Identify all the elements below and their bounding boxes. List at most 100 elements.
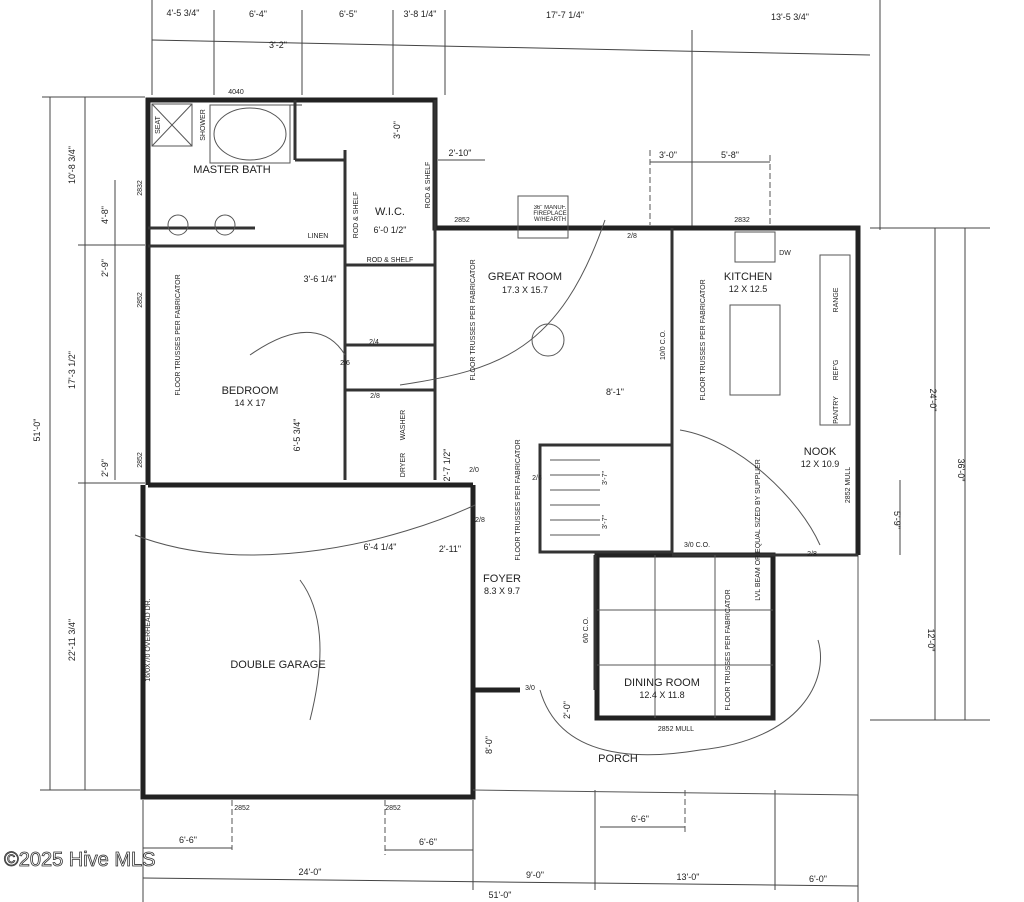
door-label: 2/6 xyxy=(532,475,542,482)
dim-top: 3'-8 1/4" xyxy=(404,9,437,19)
dim-inner: 6'-5 3/4" xyxy=(292,419,302,452)
door-label: 2/8 xyxy=(807,551,817,558)
dim-right: 12'-0" xyxy=(926,629,936,652)
dim-bottom: 6'-6" xyxy=(631,814,649,824)
rod-shelf-label: ROD & SHELF xyxy=(425,162,432,209)
dim-inner: 2'-0" xyxy=(562,701,572,719)
dim-left: 17'-3 1/2" xyxy=(67,351,77,389)
dim-inner: 8'-0" xyxy=(484,736,494,754)
room-wic: W.I.C. xyxy=(375,206,405,218)
interior-walls xyxy=(148,100,858,690)
washer-label: WASHER xyxy=(400,410,407,440)
trusses-label: FLOOR TRUSSES PER FABRICATOR xyxy=(700,279,707,400)
fixtures xyxy=(134,103,851,756)
window-label: 4040 xyxy=(228,89,244,96)
watermark: ©2025 Hive MLS xyxy=(4,849,155,871)
great-room-size: 17.3 X 15.7 xyxy=(502,285,548,295)
rod-shelf-label: ROD & SHELF xyxy=(367,257,414,264)
dim-top: 4'-5 3/4" xyxy=(167,8,200,18)
door-label: 2/6 xyxy=(340,360,350,367)
window-label: 2832 xyxy=(137,180,144,196)
dim-inner: 3'-7" xyxy=(602,515,609,529)
window-label: 2852 MULL xyxy=(658,726,694,733)
door-label: 3/0 C.O. xyxy=(684,542,710,549)
dim-top: 6'-4" xyxy=(249,9,267,19)
dw-label: DW xyxy=(779,250,791,257)
dim-left: 4'-8" xyxy=(100,206,110,224)
nook-size: 12 X 10.9 xyxy=(801,459,840,469)
dim-bottom: 9'-0" xyxy=(526,870,544,880)
kitchen-size: 12 X 12.5 xyxy=(729,284,768,294)
room-nook: NOOK xyxy=(804,446,837,458)
left-dimension-lines xyxy=(40,96,145,791)
dim-inner: 2'-11" xyxy=(439,544,461,554)
fireplace-label: 36" MANUF. FIREPLACE W/HEARTH xyxy=(533,205,567,223)
dim-top: 6'-5" xyxy=(339,9,357,19)
dim-right: 5'-9" xyxy=(892,511,902,529)
dim-top: 2'-10" xyxy=(449,148,472,158)
dim-inner: 8'-1" xyxy=(606,387,624,397)
window-label: 2852 xyxy=(234,805,250,812)
room-foyer: FOYER xyxy=(483,573,521,585)
door-label: 2/8 xyxy=(627,233,637,240)
foyer-size: 8.3 X 9.7 xyxy=(484,586,520,596)
dim-left: 2'-9" xyxy=(100,459,110,477)
dim-bottom: 6'-0" xyxy=(809,874,827,884)
dim-inner: 3'-6 1/4" xyxy=(304,274,337,284)
dim-left: 51'-0" xyxy=(32,419,42,442)
door-label: 2/4 xyxy=(369,339,379,346)
window-label: 2832 xyxy=(734,217,750,224)
dim-right: 36'-0" xyxy=(956,459,966,482)
dim-inner: 3'-0" xyxy=(392,121,402,139)
dim-top: 5'-8" xyxy=(721,150,739,160)
bottom-dimension-lines xyxy=(142,790,859,902)
right-dimension-lines xyxy=(870,227,990,721)
window-label: 2852 xyxy=(454,217,470,224)
room-garage: DOUBLE GARAGE xyxy=(230,659,325,671)
dim-bottom: 13'-0" xyxy=(677,872,700,882)
dim-top: 3'-2" xyxy=(269,40,287,50)
door-label: 2/8 xyxy=(475,517,485,524)
trusses-label: FLOOR TRUSSES PER FABRICATOR xyxy=(470,259,477,380)
room-dining: DINING ROOM xyxy=(624,677,700,689)
wic-dim: 6'-0 1/2" xyxy=(374,225,407,235)
dim-top: 3'-0" xyxy=(659,150,677,160)
pantry-label: PANTRY xyxy=(833,396,840,424)
dim-inner: 3'-7" xyxy=(602,471,609,485)
room-kitchen: KITCHEN xyxy=(724,271,772,283)
trusses-label: FLOOR TRUSSES PER FABRICATOR xyxy=(175,274,182,395)
trusses-label: FLOOR TRUSSES PER FABRICATOR xyxy=(515,439,522,560)
linen-label: LINEN xyxy=(308,233,329,240)
door-label: 10/0 C.O. xyxy=(660,330,667,360)
dim-inner: 6'-4 1/4" xyxy=(364,542,397,552)
refg-label: REF'G xyxy=(833,360,840,381)
exterior-walls xyxy=(140,97,861,800)
dim-bottom: 24'-0" xyxy=(299,867,322,877)
door-label: 6/0 C.O. xyxy=(583,617,590,643)
room-bedroom: BEDROOM xyxy=(222,385,279,397)
dim-top: 17'-7 1/4" xyxy=(546,10,584,20)
window-label: 2852 xyxy=(385,805,401,812)
rod-shelf-label: ROD & SHELF xyxy=(353,192,360,239)
dim-bottom-overall: 51'-0" xyxy=(489,890,512,900)
dim-left: 22'-11 3/4" xyxy=(67,619,77,661)
dim-bottom: 6'-6" xyxy=(179,835,197,845)
door-label: 2/0 xyxy=(469,467,479,474)
top-dimension-lines xyxy=(151,0,881,230)
shower-label: SHOWER xyxy=(200,109,207,141)
lvl-beam-label: LVL BEAM OR EQUAL SIZED BY SUPPLIER xyxy=(755,459,762,601)
door-label: 2/8 xyxy=(370,393,380,400)
bedroom-size: 14 X 17 xyxy=(234,398,265,408)
trusses-label: FLOOR TRUSSES PER FABRICATOR xyxy=(725,589,732,710)
seat-label: SEAT xyxy=(155,115,162,133)
dim-left: 10'-8 3/4" xyxy=(67,146,77,184)
window-label: 2852 xyxy=(137,292,144,308)
dim-inner: 2'-7 1/2" xyxy=(442,449,452,482)
window-label: 2852 MULL xyxy=(845,467,852,503)
dryer-label: DRYER xyxy=(400,453,407,477)
dim-right: 24'-0" xyxy=(928,389,938,412)
dim-top: 13'-5 3/4" xyxy=(771,12,809,22)
window-label: 2852 xyxy=(137,452,144,468)
range-label: RANGE xyxy=(833,287,840,312)
